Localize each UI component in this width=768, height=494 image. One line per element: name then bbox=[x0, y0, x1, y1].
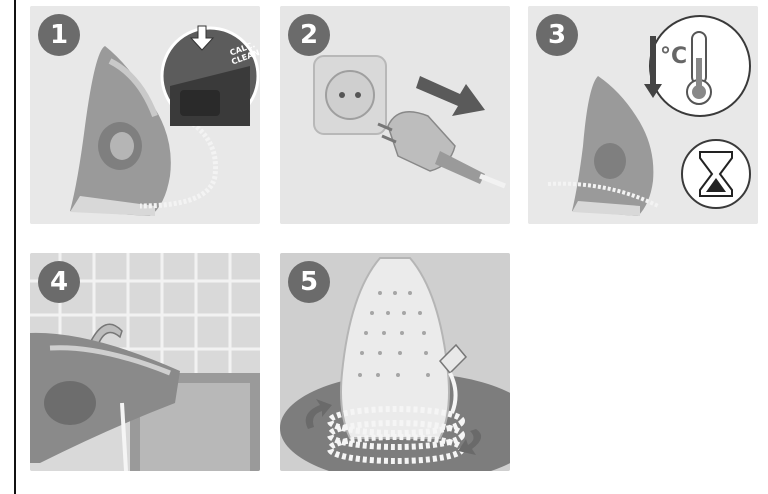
step-3-panel: 3 °C bbox=[528, 6, 758, 224]
step-1-panel: 1 CALC. CLEAN bbox=[30, 6, 260, 224]
celsius-label: °C bbox=[660, 44, 687, 69]
step-4-panel: 4 bbox=[30, 253, 260, 471]
step-number-badge: 2 bbox=[288, 14, 330, 56]
step-number-badge: 4 bbox=[38, 261, 80, 303]
page-border-line bbox=[14, 0, 16, 494]
step-number-badge: 5 bbox=[288, 261, 330, 303]
step-5-panel: 5 bbox=[280, 253, 510, 471]
step-number-badge: 1 bbox=[38, 14, 80, 56]
step-2-panel: 2 bbox=[280, 6, 510, 224]
step-number-badge: 3 bbox=[536, 14, 578, 56]
